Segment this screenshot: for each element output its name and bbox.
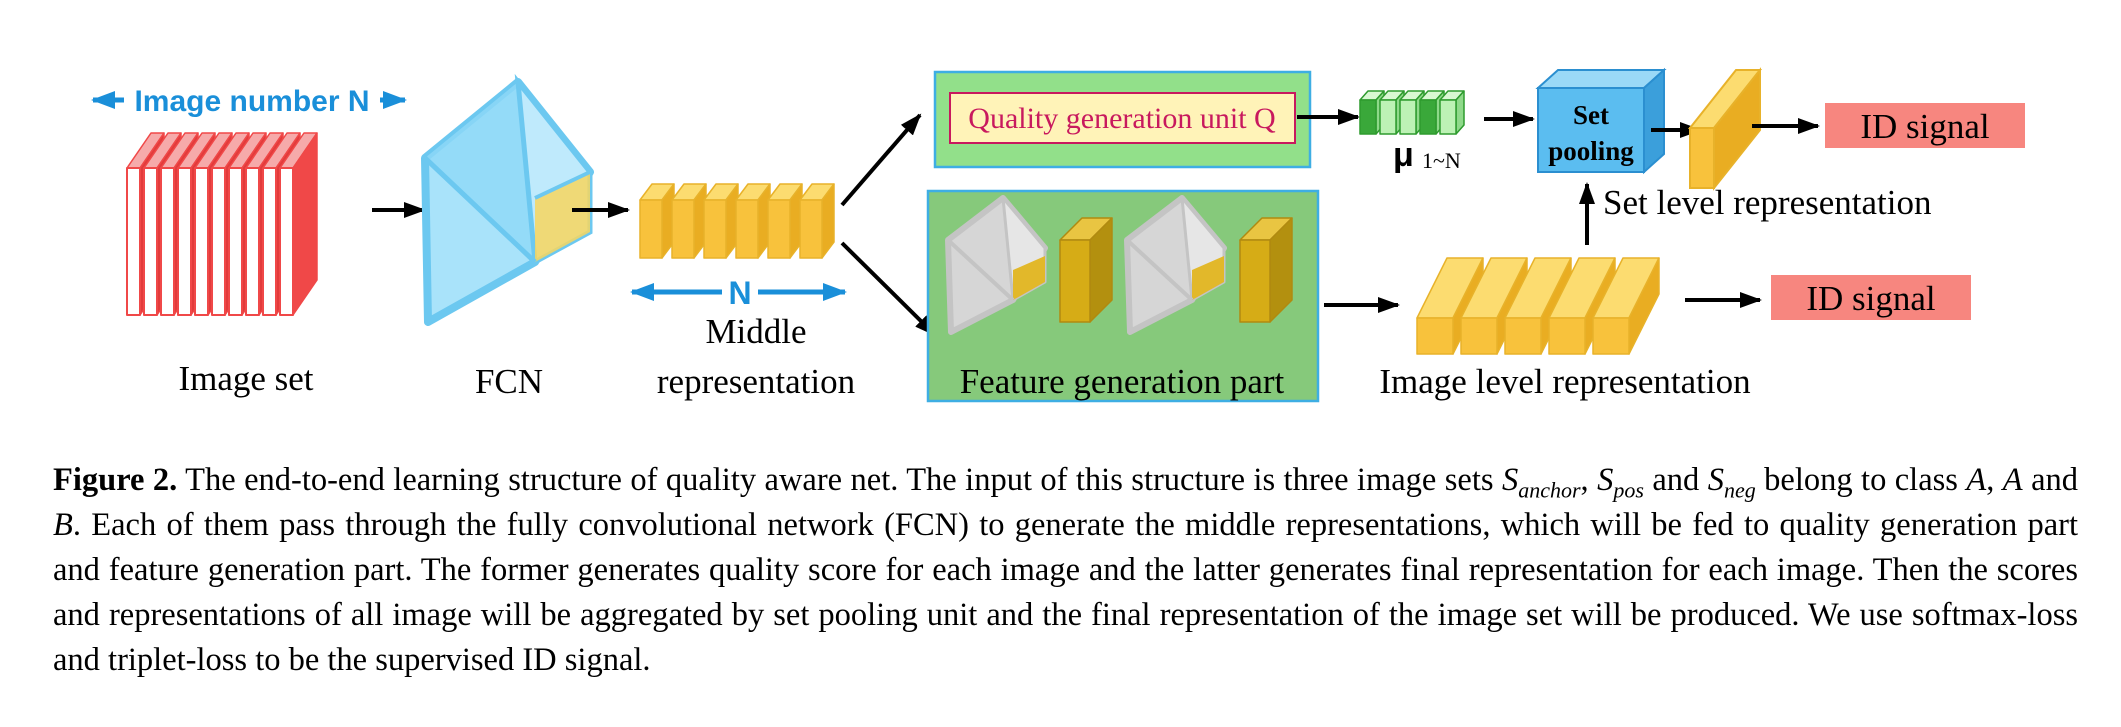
arrow-middle-to-feature: [840, 241, 937, 337]
figure-label: Figure 2.: [53, 462, 178, 498]
middle-cube: [767, 183, 803, 259]
id-signal-top: ID signal: [1860, 107, 1990, 146]
middle-cube: [639, 183, 675, 259]
set-pooling-line1: Set: [1573, 100, 1609, 130]
quality-unit-label: Quality generation unit Q: [968, 102, 1276, 135]
image-set-stack: [126, 132, 318, 316]
image-number-arrow: Image number N: [91, 80, 407, 120]
class-a-2: A: [2002, 462, 2023, 498]
set-level-rep-slab: [1687, 67, 1763, 191]
middle-representation-cubes: [639, 183, 835, 259]
fcn-block: [421, 73, 594, 326]
s-neg: Sneg: [1707, 462, 1756, 503]
fcn-label: FCN: [475, 362, 543, 401]
middle-label-2: representation: [657, 362, 855, 401]
image-slab: [279, 132, 318, 316]
caption-text-3: . Each of them pass through the fully co…: [53, 507, 2078, 678]
id-signal-top-box: [1825, 103, 2025, 148]
middle-cube: [671, 183, 707, 259]
class-a-1: A: [1966, 462, 1987, 498]
s-anchor: Sanchor: [1501, 462, 1581, 503]
architecture-diagram: Image number N 224 224 Image set FCN N M…: [91, 67, 2025, 403]
caption-sep-4: and: [2022, 462, 2078, 498]
caption-sep-2: and: [1643, 462, 1708, 498]
caption-sep-1: ,: [1580, 462, 1598, 498]
image-number-label: Image number N: [134, 85, 369, 118]
feature-slab: [1239, 217, 1293, 323]
mu-cube: [1439, 90, 1465, 135]
n-arrow: N: [630, 275, 847, 311]
caption-sep-3: ,: [1986, 462, 2003, 498]
n-label: N: [728, 275, 751, 311]
image-set-label: Image set: [178, 359, 313, 398]
image-level-label: Image level representation: [1379, 362, 1750, 401]
caption-text-1: The end-to-end learning structure of qua…: [177, 462, 1502, 498]
middle-cube: [703, 183, 739, 259]
feature-fcn-prism: [1124, 195, 1227, 335]
s-pos: Spos: [1597, 462, 1644, 503]
feature-slab: [1059, 217, 1113, 323]
feature-generation-box: [926, 189, 1320, 403]
dim-224-top-label: 224: [325, 118, 363, 163]
feature-fcn-prism: [945, 195, 1048, 335]
id-signal-bottom: ID signal: [1806, 279, 1936, 318]
arrow-middle-to-quality: [840, 113, 922, 207]
quality-generation-box: Quality generation unit Q: [933, 70, 1312, 169]
middle-label-1: Middle: [705, 312, 806, 351]
caption-text-2: belong to class: [1755, 462, 1967, 498]
mu-cube: [1419, 90, 1445, 135]
class-b: B: [53, 507, 73, 543]
image-level-slab: [1592, 257, 1660, 355]
id-signal-bottom-box: [1771, 275, 1971, 320]
set-pooling-line2: pooling: [1548, 136, 1634, 166]
mu-subscript: 1~N: [1422, 148, 1461, 173]
middle-cube: [735, 183, 771, 259]
figure-caption: Figure 2. The end-to-end learning struct…: [53, 458, 2078, 683]
feature-part-label: Feature generation part: [960, 362, 1285, 401]
set-level-label: Set level representation: [1603, 183, 1931, 222]
mu-quality-scores: [1359, 90, 1465, 135]
dim-224-side-label: 224: [315, 213, 340, 250]
set-pooling-box: Set pooling: [1535, 67, 1667, 175]
mu-symbol: μ: [1393, 136, 1414, 174]
middle-cube: [799, 183, 835, 259]
image-level-rep-slabs: [1416, 257, 1660, 355]
mu-cube: [1399, 90, 1425, 135]
